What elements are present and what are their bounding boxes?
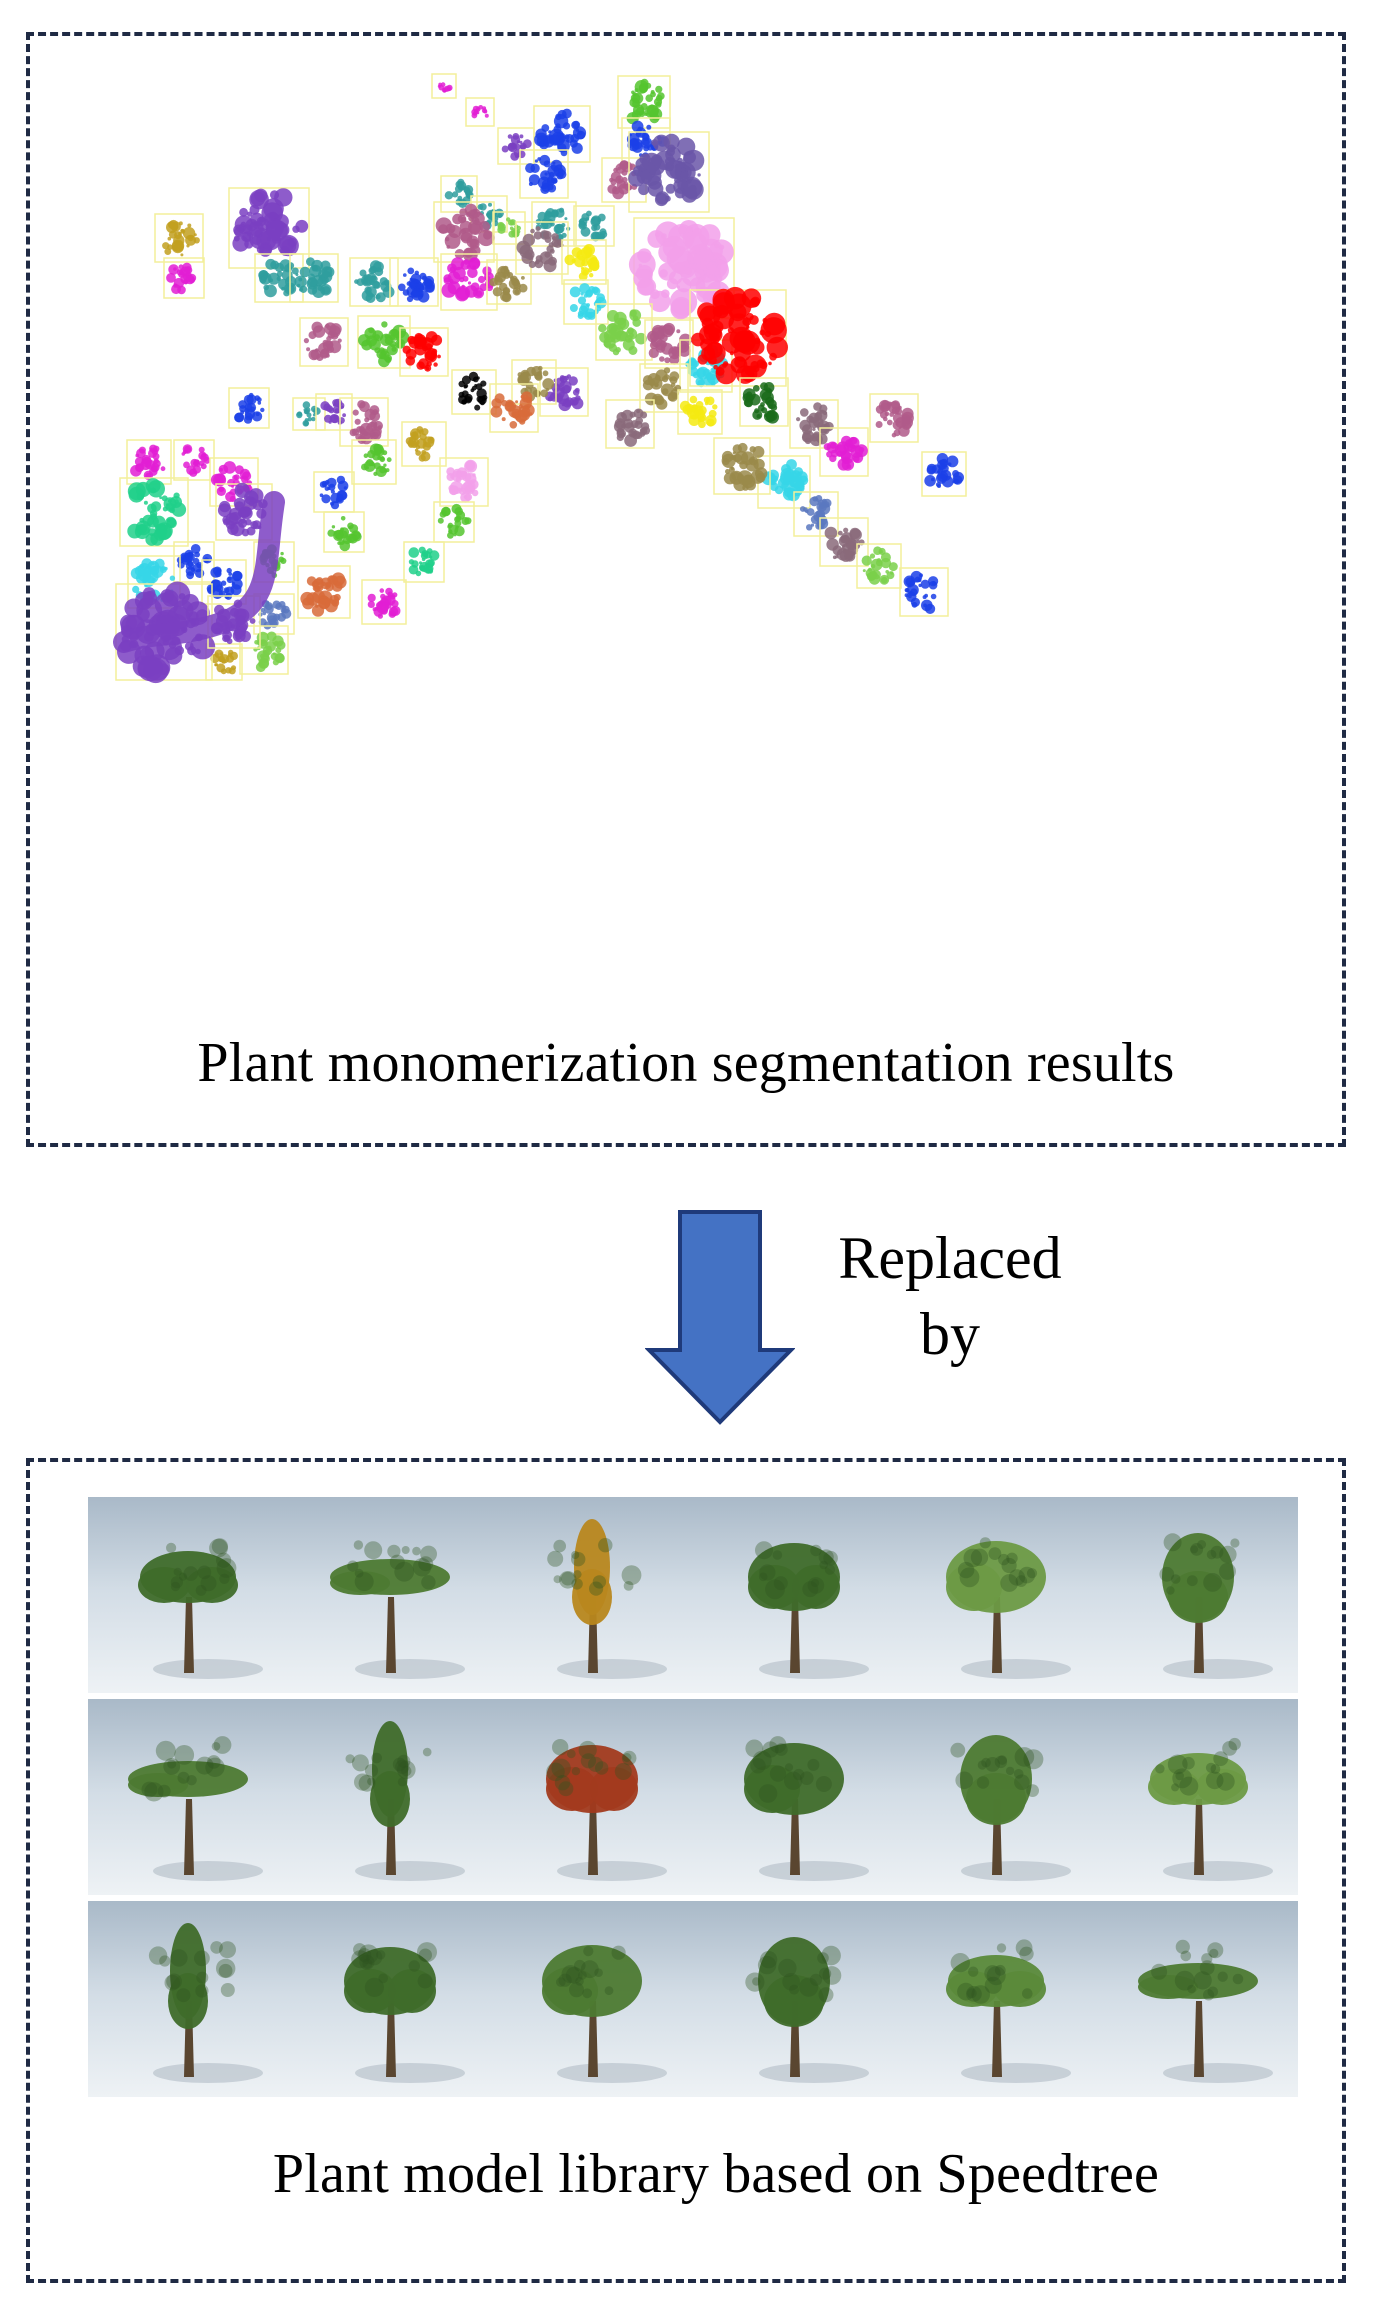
- tree-model: [345, 1721, 465, 1881]
- segmented-plant: [401, 421, 447, 467]
- segmented-plant: [173, 541, 215, 583]
- segmented-plant: [533, 105, 591, 163]
- segmented-plant: [361, 579, 407, 625]
- replaced-by-line1: Replaced: [838, 1225, 1062, 1291]
- segmented-plant: [163, 257, 205, 299]
- tree-model: [748, 1541, 869, 1679]
- segmented-plant: [299, 317, 349, 367]
- model-library-panel: Plant model library based on Speedtree: [26, 1458, 1346, 2283]
- segmented-plant: [515, 221, 569, 275]
- segmented-plant: [289, 253, 339, 303]
- tree-model: [138, 1538, 263, 1679]
- tree-model: [148, 1923, 263, 2083]
- segmented-plant: [389, 257, 439, 307]
- segmented-plant: [465, 97, 495, 127]
- segmented-plant: [357, 315, 411, 369]
- segmented-plant: [323, 511, 365, 553]
- segmented-plant: [511, 359, 557, 405]
- segmented-plant: [451, 369, 497, 415]
- segmented-plant: [573, 205, 615, 247]
- segmented-plant: [793, 491, 839, 537]
- segmentation-panel: Plant monomerization segmentation result…: [26, 32, 1346, 1147]
- tree-model: [344, 1942, 465, 2083]
- segmented-plant: [713, 437, 771, 495]
- segmented-plant: [519, 149, 569, 199]
- segmented-plant: [173, 439, 215, 481]
- segmented-plant: [757, 455, 811, 509]
- segmented-plant: [689, 286, 788, 387]
- segmented-plant: [819, 427, 869, 477]
- tree-row-3: [88, 1901, 1298, 2097]
- tree-model: [330, 1540, 465, 1679]
- segmented-plant: [601, 157, 647, 203]
- segmented-plant: [492, 211, 526, 245]
- segmented-plant: [433, 501, 475, 543]
- segmented-plant: [201, 559, 247, 605]
- segmented-plant: [921, 451, 967, 497]
- segmented-plant: [313, 471, 355, 513]
- segmented-plant: [595, 303, 653, 361]
- segmentation-point-clouds: [113, 73, 967, 684]
- segmented-plant: [739, 377, 789, 427]
- tree-model: [744, 1736, 869, 1881]
- tree-model: [950, 1735, 1071, 1881]
- tree-row-1-models: [138, 1519, 1273, 1679]
- segmented-plant-branch: [113, 491, 285, 653]
- segmented-plant: [644, 319, 694, 369]
- segmented-plant: [349, 257, 399, 307]
- segmented-plant: [351, 439, 397, 485]
- model-library-caption: Plant model library based on Speedtree: [272, 2143, 1160, 2205]
- segmented-plant: [433, 201, 495, 263]
- segmented-plant: [628, 131, 710, 213]
- segmented-plant: [489, 383, 539, 433]
- tree-row-3-models: [148, 1923, 1273, 2083]
- segmented-plant: [403, 541, 445, 583]
- tree-model: [128, 1736, 263, 1881]
- segmented-plant: [215, 482, 273, 541]
- segmented-plant: [154, 213, 204, 263]
- segmented-plant: [869, 393, 919, 443]
- segmented-plant: [677, 389, 723, 435]
- tree-row-1: [88, 1497, 1298, 1693]
- tree-row-2: [88, 1699, 1298, 1895]
- segmented-plant: [431, 73, 457, 99]
- segmented-plant: [339, 397, 389, 447]
- segmented-plant: [497, 127, 535, 165]
- segmented-plant: [119, 477, 189, 547]
- segmentation-caption: Plant monomerization segmentation result…: [197, 1032, 1175, 1094]
- segmented-plant: [292, 397, 326, 431]
- tree-model: [1138, 1939, 1273, 2083]
- segmented-plant: [561, 239, 607, 285]
- replaced-by-label: Replaced by: [820, 1220, 1080, 1372]
- tree-model-grid: [88, 1497, 1298, 2102]
- replaced-by-line2: by: [920, 1301, 980, 1367]
- tree-model: [547, 1519, 667, 1679]
- segmented-plant: [486, 259, 532, 305]
- segmented-plant: [399, 327, 449, 377]
- segmented-plant: [539, 367, 589, 417]
- segmented-plant: [228, 387, 270, 429]
- tree-model: [946, 1939, 1071, 2083]
- down-arrow-icon: [645, 1210, 795, 1425]
- tree-model: [1148, 1737, 1273, 1881]
- segmented-plant: [605, 399, 655, 449]
- segmented-plant: [789, 399, 839, 449]
- tree-model: [542, 1945, 667, 2083]
- segmented-plant: [617, 75, 671, 129]
- segmented-plant: [228, 187, 310, 269]
- segmented-plant: [209, 457, 259, 507]
- segmented-plant: [439, 457, 489, 507]
- tree-model: [546, 1739, 667, 1881]
- tree-model: [745, 1937, 869, 2083]
- segmented-plant: [899, 567, 949, 617]
- segmented-plant: [315, 393, 353, 431]
- tree-model: [1159, 1533, 1273, 1679]
- tree-model: [946, 1537, 1071, 1679]
- segmented-plant: [819, 517, 869, 567]
- segmented-plant: [639, 363, 689, 413]
- segmented-plant: [856, 543, 902, 589]
- segmented-plant: [563, 279, 609, 325]
- segmented-plant: [297, 565, 351, 619]
- tree-row-2-models: [128, 1721, 1273, 1881]
